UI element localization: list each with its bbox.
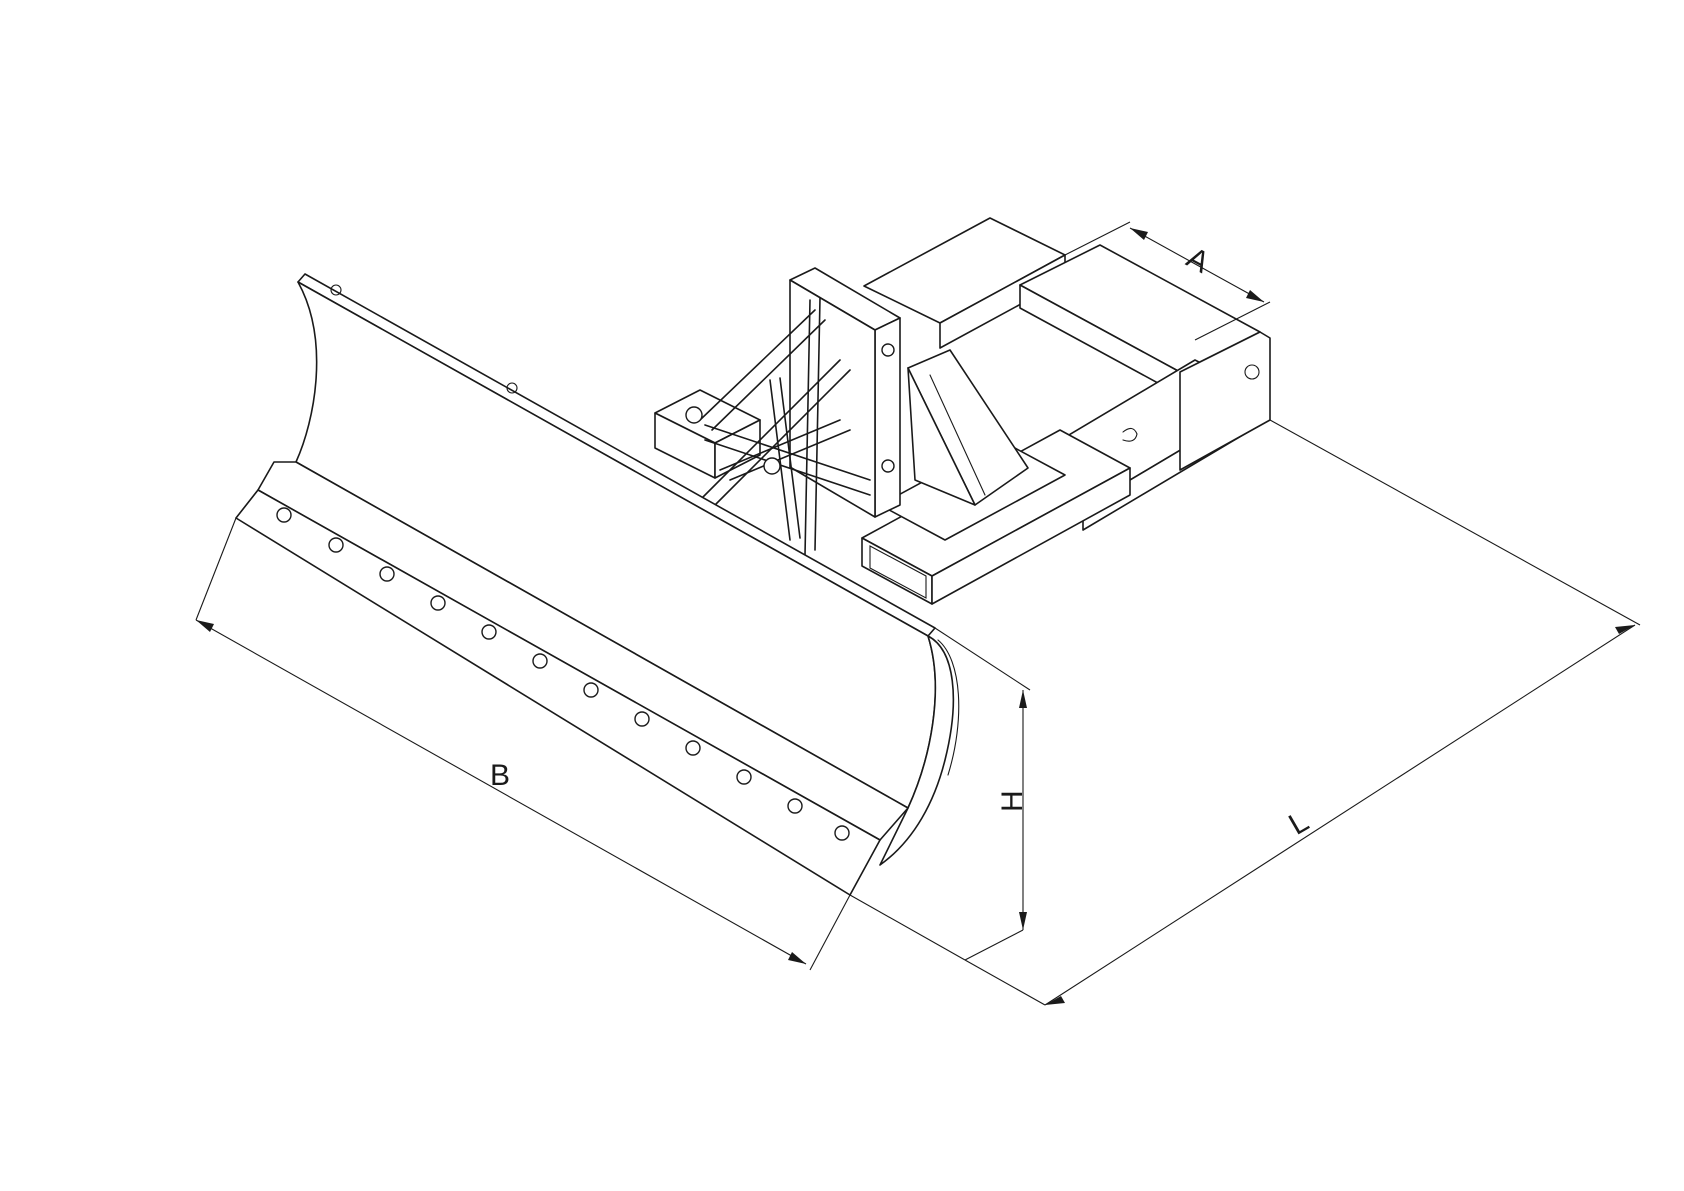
gusset-side xyxy=(907,367,976,506)
left-box-side xyxy=(714,419,761,479)
mast-bolt-top xyxy=(881,343,895,357)
frame-beam-side-near xyxy=(931,467,1131,605)
pivot-pin-left xyxy=(685,406,703,424)
mast-front xyxy=(789,279,876,518)
pivot-pin-right xyxy=(763,457,781,475)
dim-label-A: A xyxy=(1181,241,1214,280)
flange-bolt-1 xyxy=(330,284,342,296)
lifting-lug xyxy=(1244,364,1260,380)
lattice-struts xyxy=(699,297,871,556)
dim-label-H: H xyxy=(996,790,1029,812)
dim-label-L: L xyxy=(1283,805,1314,842)
wear-strip-end-right xyxy=(849,839,881,896)
end-plate-edge xyxy=(937,639,960,776)
cutting-edge-strip xyxy=(257,461,909,841)
rear-frame xyxy=(654,217,1271,605)
wear-strip-end-left xyxy=(235,489,259,519)
dim-label-B: B xyxy=(490,759,510,792)
flange-bolt-2 xyxy=(506,382,518,394)
mast-bolt-bottom xyxy=(881,459,895,473)
blade-end-plate xyxy=(879,635,955,866)
beam-end-opening xyxy=(869,545,927,599)
gusset-edge xyxy=(929,374,986,496)
hook-ring xyxy=(1122,427,1138,442)
dimension-B: B xyxy=(195,517,851,971)
blade xyxy=(235,273,960,896)
dimension-H: H xyxy=(849,627,1031,961)
cutting-edge-holes xyxy=(276,507,850,841)
